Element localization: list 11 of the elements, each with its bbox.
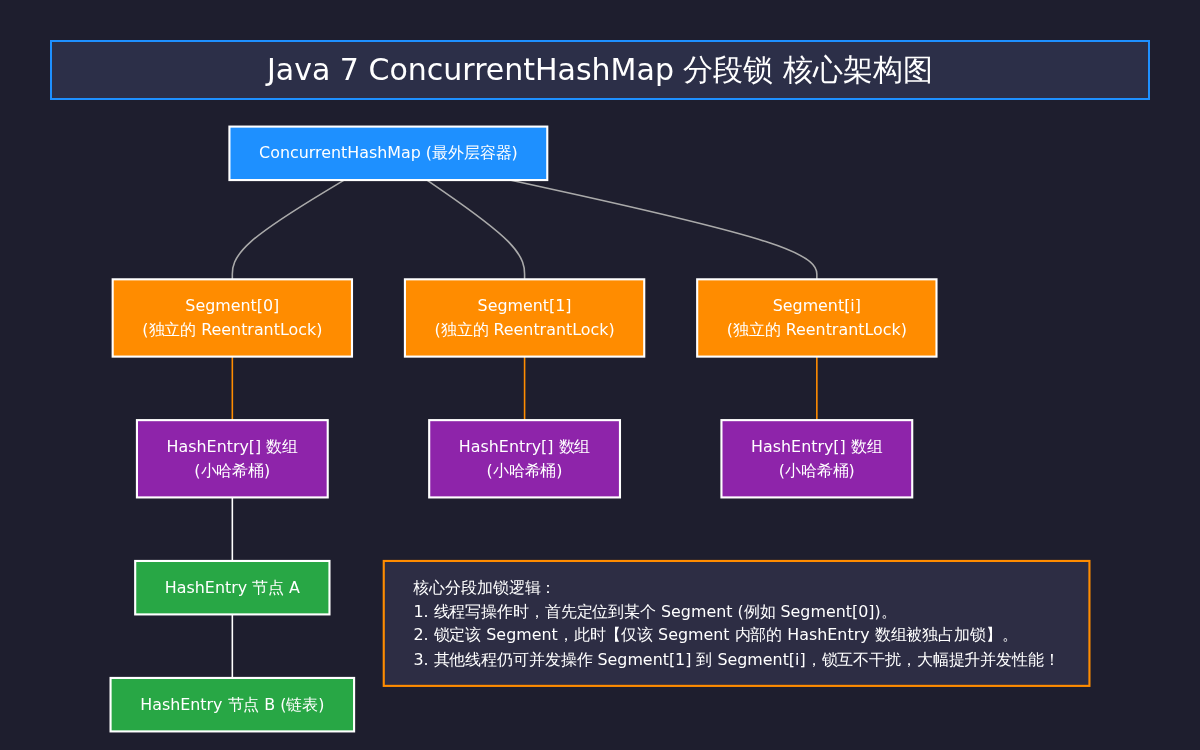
node-box: Segment[0] (独立的 ReentrantLock) [111,278,354,358]
node-box: 核心分段加锁逻辑： 1. 线程写操作时，首先定位到某个 Segment (例如 Segment[0])。 2. 锁定该 Segment，此时【仅该 Segment 内部的 HashEntry 数组被独占加锁】。 3. 其他线程仍可并发操作 Segment[1] 到 Segment[i]，锁互不干扰，大幅提升并发性能！ [382,559,1091,687]
node-box: HashEntry[] 数组 (小哈希桶) [135,419,329,499]
title: Java 7 ConcurrentHashMap 分段锁 核心架构图 [50,40,1150,100]
node-box: HashEntry 节点 A [134,559,331,616]
node-box: Segment[1] (独立的 ReentrantLock) [403,278,646,358]
node-box: HashEntry[] 数组 (小哈希桶) [720,419,914,499]
node-box: Segment[i] (独立的 ReentrantLock) [696,278,938,358]
node-box: ConcurrentHashMap (最外层容器) [228,125,549,182]
node-box: HashEntry 节点 B (链表) [109,676,356,733]
node-box: HashEntry[] 数组 (小哈希桶) [428,419,622,499]
